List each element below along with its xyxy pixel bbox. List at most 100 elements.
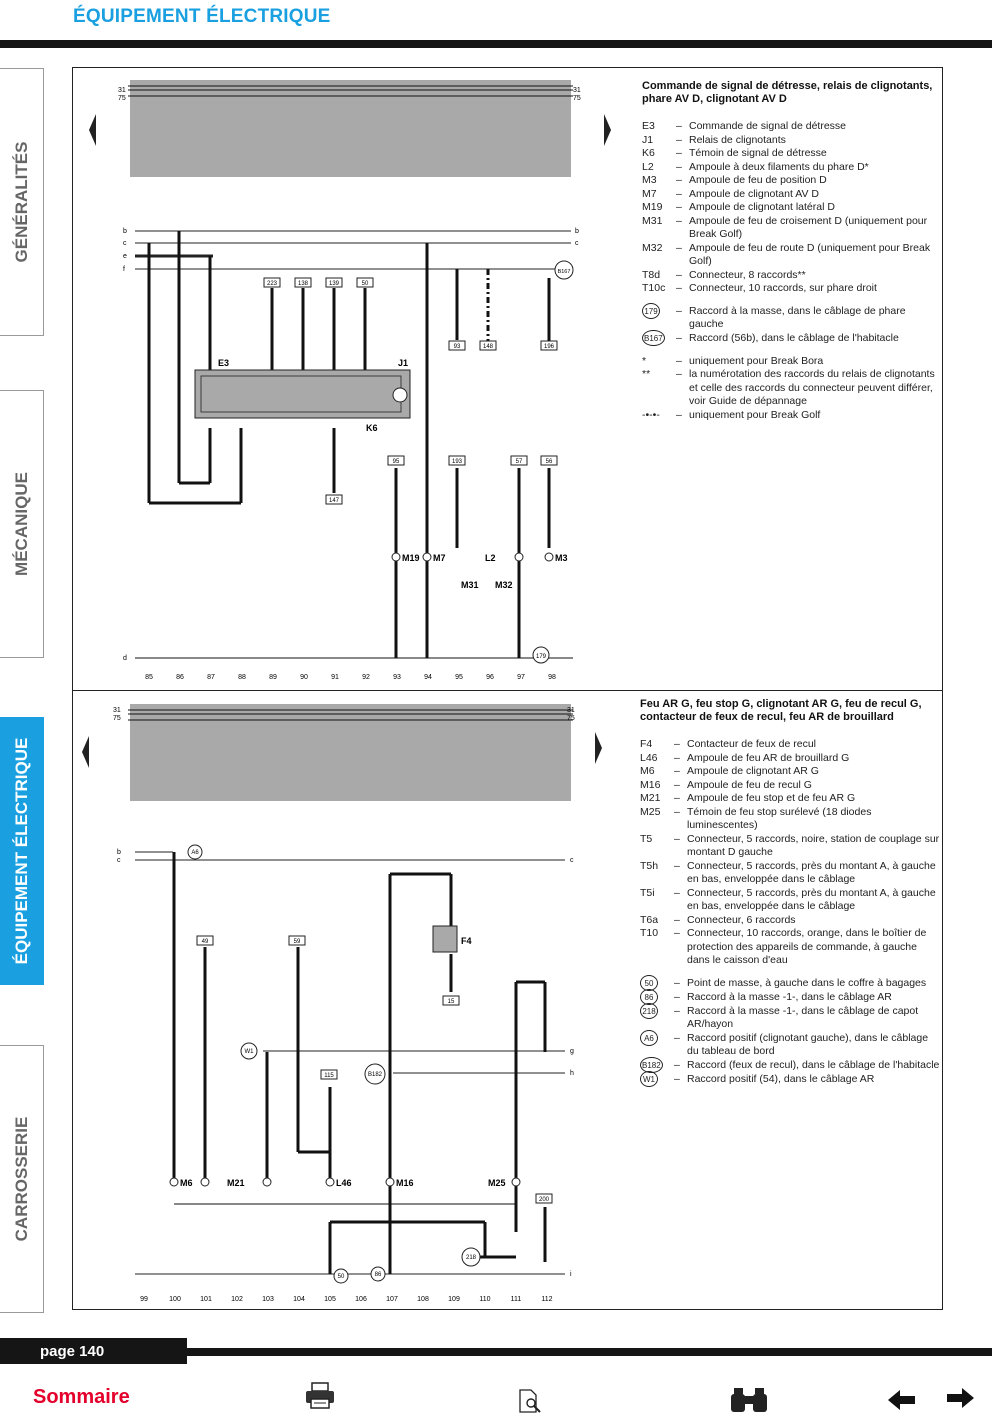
svg-text:88: 88: [238, 674, 246, 681]
svg-text:B182: B182: [368, 1072, 383, 1078]
svg-text:h: h: [570, 1070, 574, 1077]
legend-code: L46: [640, 751, 658, 764]
lamps-row: [169, 1177, 521, 1187]
fuse-labels: 223 138 139 50 93 148 196 147 95 193 57 …: [263, 277, 558, 505]
track-numbers: 99 100 101 102 103 104 105 106 107 108 1…: [140, 1296, 553, 1303]
legend-code: J1: [642, 133, 654, 146]
legend-row: T10–Connecteur, 10 raccords, orange, dan…: [640, 927, 940, 968]
svg-text:92: 92: [362, 674, 370, 681]
svg-text:75: 75: [567, 715, 575, 722]
legend-dash: –: [674, 792, 680, 804]
legend-code: T8d: [642, 268, 661, 281]
fuse-box-area: [130, 704, 571, 801]
schematic-frame: [72, 67, 943, 1310]
legend-dash: –: [676, 268, 682, 281]
svg-text:31: 31: [113, 707, 121, 714]
svg-text:102: 102: [231, 1296, 243, 1303]
svg-text:112: 112: [541, 1296, 552, 1303]
legend-row: L2–Ampoule à deux filaments du phare D*: [642, 161, 942, 175]
printer-icon[interactable]: [304, 1382, 336, 1410]
legend-dash: –: [674, 765, 680, 777]
legend-dash: –: [674, 886, 680, 899]
legend-code: L2: [642, 160, 654, 173]
diagram-1-title: Commande de signal de détresse, relais d…: [642, 80, 933, 105]
svg-text:f: f: [123, 266, 125, 273]
svg-text:86: 86: [176, 674, 184, 681]
svg-text:115: 115: [324, 1073, 334, 1079]
legend-code: K6: [642, 147, 655, 159]
footer-rule: [187, 1348, 992, 1356]
legend-code: M7: [642, 187, 657, 200]
svg-text:L46: L46: [336, 1178, 352, 1188]
legend-text: Raccord positif (54), dans le câblage AR: [687, 1072, 875, 1085]
legend-dash: –: [674, 832, 680, 845]
legend-code: M32: [642, 241, 663, 254]
arrow-left-icon[interactable]: [888, 1388, 916, 1412]
next-arrow-icon[interactable]: [604, 114, 611, 146]
svg-text:c: c: [575, 240, 579, 247]
svg-text:111: 111: [511, 1296, 522, 1303]
legend-code: -•-•-: [642, 408, 660, 421]
tab-carrosserie[interactable]: CARROSSERIE: [0, 1045, 44, 1313]
svg-text:100: 100: [169, 1296, 181, 1303]
legend-code: T5h: [640, 859, 659, 872]
legend-text: Connecteur, 8 raccords**: [689, 268, 806, 281]
track-numbers: 85 86 87 88 89 90 91 92 93 94 95 96 97 9…: [145, 674, 556, 681]
legend-text: Témoin de signal de détresse: [689, 147, 827, 159]
prev-arrow-icon[interactable]: [89, 114, 96, 146]
legend-row: M19–Ampoule de clignotant latéral D: [642, 201, 942, 215]
legend-circle-row: 218–Raccord à la masse -1-, dans le câbl…: [640, 1002, 940, 1032]
svg-text:31: 31: [573, 87, 581, 94]
legend-text: Raccord positif (clignotant gauche), dan…: [687, 1031, 929, 1058]
legend-dash: –: [676, 160, 682, 173]
legend-text: Connecteur, 5 raccords, noire, station d…: [687, 832, 940, 859]
zoom-page-icon[interactable]: [518, 1388, 544, 1416]
legend-circle-row: 179–Raccord à la masse, dans le câblage …: [642, 302, 942, 332]
legend-dash: –: [674, 751, 680, 764]
svg-text:b: b: [117, 849, 121, 856]
legend-dash: –: [676, 241, 682, 254]
svg-text:M31: M31: [461, 580, 479, 590]
svg-text:b: b: [575, 228, 579, 235]
svg-text:50: 50: [338, 1274, 345, 1280]
legend-code: B182: [640, 1056, 663, 1073]
legend-dash: –: [676, 408, 682, 421]
legend-circle-row: 86–Raccord à la masse -1-, dans le câbla…: [640, 988, 940, 1005]
tab-mecanique[interactable]: MÉCANIQUE: [0, 390, 44, 658]
header-title: ÉQUIPEMENT ÉLECTRIQUE: [73, 6, 331, 27]
tab-label: MÉCANIQUE: [11, 472, 31, 576]
svg-text:c: c: [570, 857, 574, 864]
tab-label: ÉQUIPEMENT ÉLECTRIQUE: [11, 737, 31, 965]
legend-code: M16: [640, 778, 661, 791]
legend-row: M6–Ampoule de clignotant AR G: [640, 765, 940, 779]
next-arrow-icon[interactable]: [595, 732, 602, 764]
binoculars-icon[interactable]: [730, 1384, 768, 1414]
tab-generalites[interactable]: GÉNÉRALITÉS: [0, 68, 44, 336]
legend-dash: –: [674, 990, 680, 1003]
legend-dash: –: [674, 913, 680, 926]
prev-arrow-icon[interactable]: [82, 736, 89, 768]
lamps-row: [391, 552, 554, 562]
sommaire-link[interactable]: Sommaire: [33, 1386, 130, 1408]
svg-text:105: 105: [324, 1296, 336, 1303]
svg-text:F4: F4: [461, 936, 472, 946]
legend-text: Ampoule de feu AR de brouillard G: [687, 751, 850, 764]
legend-text: Connecteur, 5 raccords, près du montant …: [687, 859, 936, 886]
legend-dash: –: [674, 927, 680, 939]
section-divider: [72, 690, 943, 691]
svg-text:223: 223: [267, 281, 278, 287]
arrow-right-icon[interactable]: [946, 1386, 974, 1410]
ground-179: [532, 646, 550, 664]
svg-text:M32: M32: [495, 580, 513, 590]
svg-text:J1: J1: [398, 358, 408, 368]
tab-label: CARROSSERIE: [11, 1116, 31, 1242]
svg-text:196: 196: [544, 344, 555, 350]
svg-text:110: 110: [479, 1296, 490, 1303]
tab-equipement-electrique[interactable]: ÉQUIPEMENT ÉLECTRIQUE: [0, 717, 44, 985]
svg-text:139: 139: [329, 281, 340, 287]
legend-text: Ampoule de clignotant AR G: [687, 765, 819, 777]
legend-row: M25–Témoin de feu stop surélevé (18 diod…: [640, 806, 940, 833]
svg-text:93: 93: [454, 344, 461, 350]
legend-code: *: [642, 354, 647, 367]
legend-code: T10: [640, 927, 659, 939]
